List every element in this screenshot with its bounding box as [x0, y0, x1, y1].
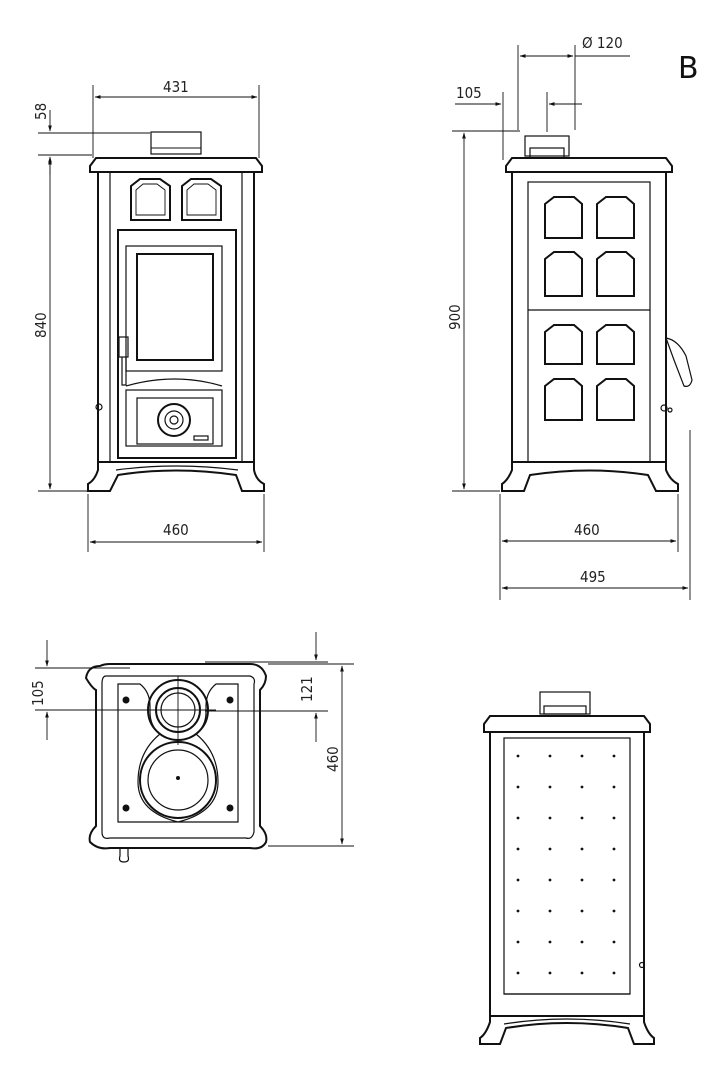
side-diameter-dimension: Ø 120 — [517, 34, 630, 130]
front-top-width-label: 431 — [163, 78, 189, 96]
side-base-width-label: 460 — [574, 521, 600, 539]
rear-rivet — [516, 754, 520, 758]
rear-rivet — [612, 909, 616, 913]
rear-rivet — [548, 754, 552, 758]
rear-rivet — [580, 847, 584, 851]
side-height-label: 900 — [446, 304, 464, 330]
front-flue-height-dimension: 58 — [32, 103, 150, 175]
sheet-letter: B — [678, 51, 699, 86]
rear-rivet — [516, 847, 520, 851]
front-stove-body — [87, 131, 265, 492]
rear-rivet — [548, 785, 552, 789]
side-stove-body — [501, 135, 693, 492]
rear-rivet — [548, 816, 552, 820]
rear-rivet — [516, 785, 520, 789]
rear-rivet — [580, 878, 584, 882]
rear-rivet — [580, 785, 584, 789]
side-height-dimension: 900 — [446, 130, 520, 492]
top-offset-left-label: 105 — [29, 680, 47, 706]
rear-rivet — [612, 971, 616, 975]
rear-rivet — [580, 940, 584, 944]
front-base-width-label: 460 — [163, 521, 189, 539]
rear-rivet — [612, 816, 616, 820]
side-base-width-dimension: 460 — [499, 430, 691, 600]
top-view: 105 121 460 — [29, 632, 354, 863]
front-flue-height-label: 58 — [32, 103, 50, 120]
top-depth-dimension: 460 — [268, 663, 354, 847]
front-view: 431 58 840 460 — [32, 78, 265, 552]
rear-rivet — [612, 940, 616, 944]
rear-rivet-grid — [516, 754, 616, 975]
rear-rivet — [516, 909, 520, 913]
front-height-dimension: 840 — [32, 158, 90, 492]
rear-rivet — [612, 754, 616, 758]
front-height-label: 840 — [32, 312, 50, 338]
side-flue-diameter-label: Ø 120 — [582, 34, 623, 52]
front-width-dimension: 431 — [92, 78, 260, 158]
rear-rivet — [516, 878, 520, 882]
rear-rivet — [548, 940, 552, 944]
rear-rivet — [516, 940, 520, 944]
top-offset-left-dimension: 105 — [29, 640, 205, 740]
front-base-width-dimension: 460 — [87, 494, 265, 552]
rear-rivet — [580, 754, 584, 758]
rear-view — [479, 691, 655, 1045]
rear-rivet — [612, 847, 616, 851]
rear-rivet — [548, 878, 552, 882]
rear-rivet — [548, 909, 552, 913]
rear-rivet — [548, 847, 552, 851]
rear-rivet — [580, 816, 584, 820]
top-offset-right-dimension: 121 — [205, 632, 328, 742]
rear-rivet — [580, 971, 584, 975]
top-stove-outline — [84, 663, 268, 863]
rear-rivet — [516, 816, 520, 820]
top-offset-right-label: 121 — [298, 676, 316, 702]
side-flue-offset-dimension: 105 — [455, 84, 582, 160]
side-view: Ø 120 105 900 460 495 — [446, 34, 693, 600]
side-flue-offset-label: 105 — [456, 84, 482, 102]
side-total-depth-dimension: 495 — [501, 568, 689, 590]
rear-rivet — [612, 878, 616, 882]
top-depth-label: 460 — [324, 746, 342, 772]
rear-rivet — [548, 971, 552, 975]
rear-rivet — [516, 971, 520, 975]
rear-rivet — [612, 785, 616, 789]
side-total-depth-label: 495 — [580, 568, 606, 586]
rear-rivet — [580, 909, 584, 913]
